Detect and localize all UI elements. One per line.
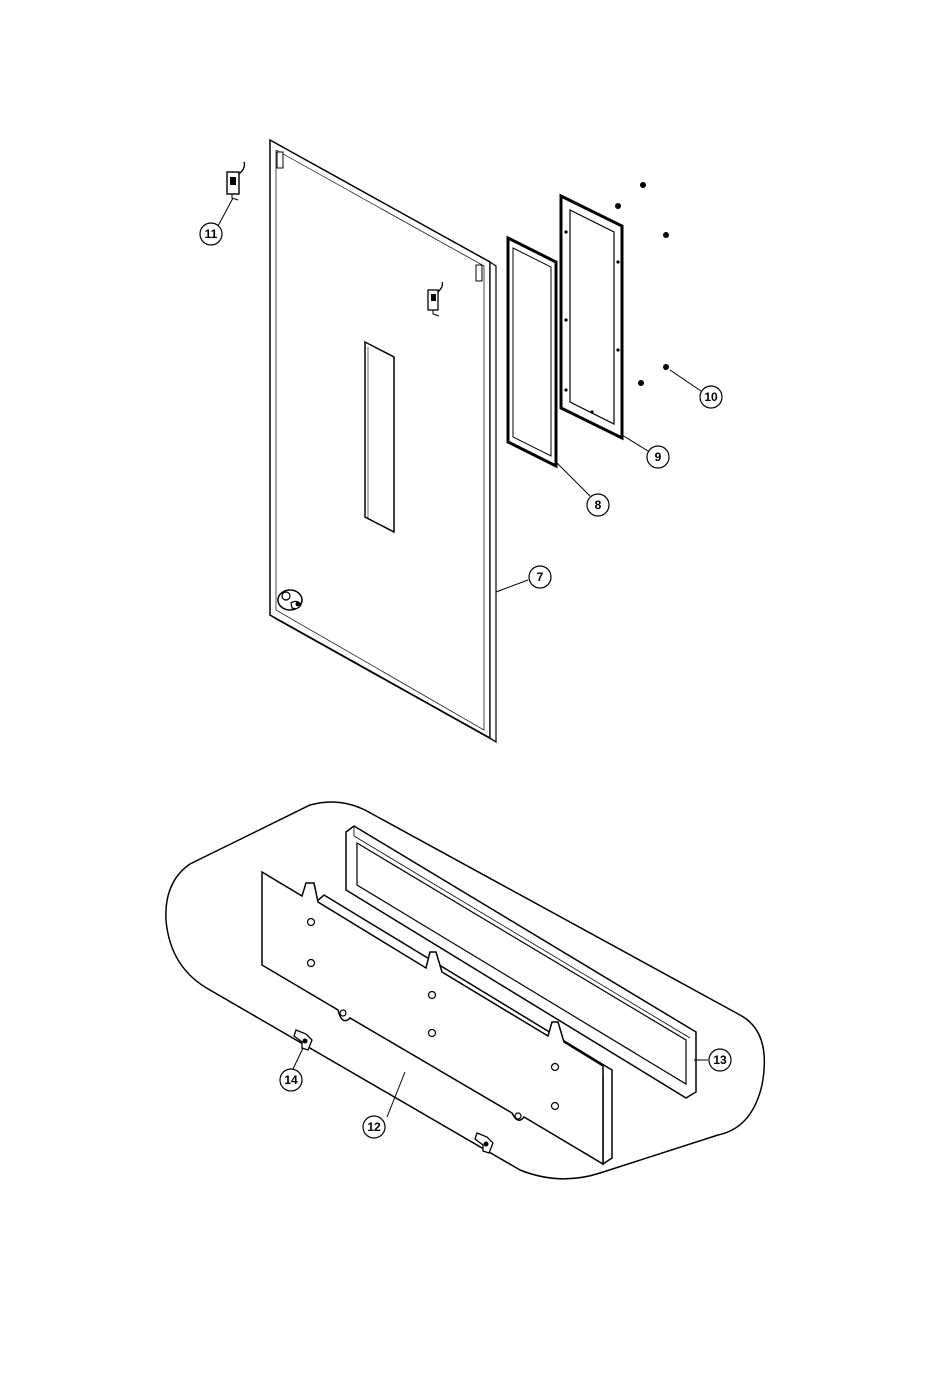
window-frame-9 — [561, 196, 622, 438]
svg-text:13: 13 — [713, 1053, 727, 1067]
callout-10: 10 — [700, 386, 722, 408]
callout-11: 11 — [200, 223, 222, 245]
svg-text:12: 12 — [367, 1120, 381, 1134]
callout-13: 13 — [709, 1049, 731, 1071]
svg-text:8: 8 — [595, 498, 602, 512]
svg-text:11: 11 — [205, 227, 218, 241]
callout-8: 8 — [587, 494, 609, 516]
gasket-frame-8 — [508, 238, 556, 466]
svg-text:10: 10 — [704, 390, 718, 404]
svg-text:7: 7 — [537, 570, 544, 584]
hinge-part-11 — [227, 162, 244, 200]
door-panel — [270, 140, 496, 742]
svg-text:9: 9 — [655, 450, 662, 464]
callout-9: 9 — [647, 446, 669, 468]
svg-text:14: 14 — [284, 1073, 298, 1087]
callout-7: 7 — [529, 566, 551, 588]
latch-icon — [278, 590, 302, 610]
callout-14: 14 — [280, 1069, 302, 1091]
callout-12: 12 — [363, 1116, 385, 1138]
